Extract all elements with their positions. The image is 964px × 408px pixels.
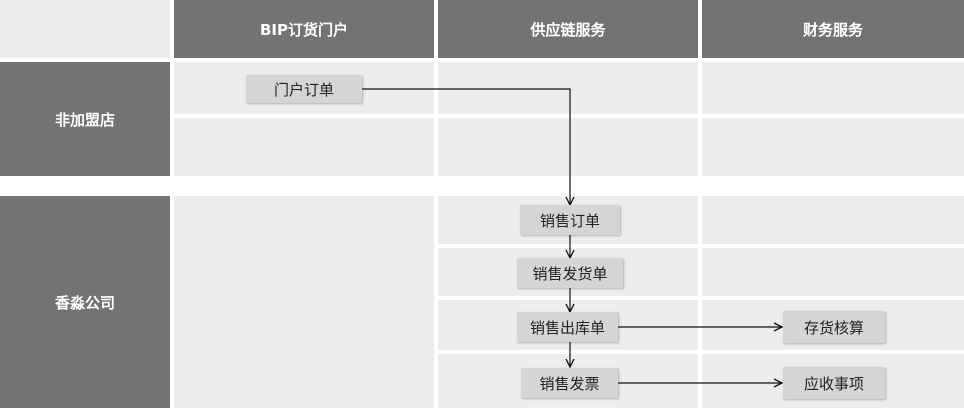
lane2-cell [702, 196, 964, 244]
lane-label-non-franchise: 非加盟店 [0, 62, 170, 176]
node-label: 销售订单 [539, 211, 600, 230]
node-sales-invoice: 销售发票 [521, 368, 618, 398]
lane-label: 非加盟店 [54, 110, 115, 129]
lane1-cell [438, 62, 698, 114]
lane2-cell [702, 248, 964, 296]
node-label: 销售出库单 [529, 318, 605, 337]
node-label: 销售发货单 [532, 264, 608, 283]
node-label: 存货核算 [803, 318, 864, 337]
lane-label: 香淼公司 [54, 293, 115, 312]
column-header-label: 供应链服务 [530, 20, 606, 39]
corner-cell [0, 0, 170, 58]
node-label: 销售发票 [539, 374, 600, 393]
lane2-cell [174, 196, 434, 408]
column-header-finance: 财务服务 [702, 0, 964, 58]
arrow-portal-to-sales-order [362, 88, 570, 205]
node-inventory-accounting: 存货核算 [783, 311, 885, 343]
lane1-cell [702, 118, 964, 176]
column-header-label: 财务服务 [802, 20, 863, 39]
column-header-bip-portal: BIP订货门户 [174, 0, 434, 58]
column-header-label: BIP订货门户 [259, 20, 348, 39]
lane1-cell [174, 118, 434, 176]
lane-label-xiangmiao-company: 香淼公司 [0, 196, 170, 408]
column-header-supply-chain: 供应链服务 [438, 0, 698, 58]
node-label: 门户订单 [273, 80, 334, 99]
node-portal-order: 门户订单 [246, 75, 362, 103]
node-sales-order: 销售订单 [520, 205, 620, 235]
node-label: 应收事项 [803, 374, 864, 393]
lane1-cell [702, 62, 964, 114]
lane1-cell [438, 118, 698, 176]
node-receivables: 应收事项 [783, 367, 885, 399]
node-sales-delivery: 销售发货单 [517, 258, 623, 288]
node-sales-outbound: 销售出库单 [517, 312, 618, 342]
